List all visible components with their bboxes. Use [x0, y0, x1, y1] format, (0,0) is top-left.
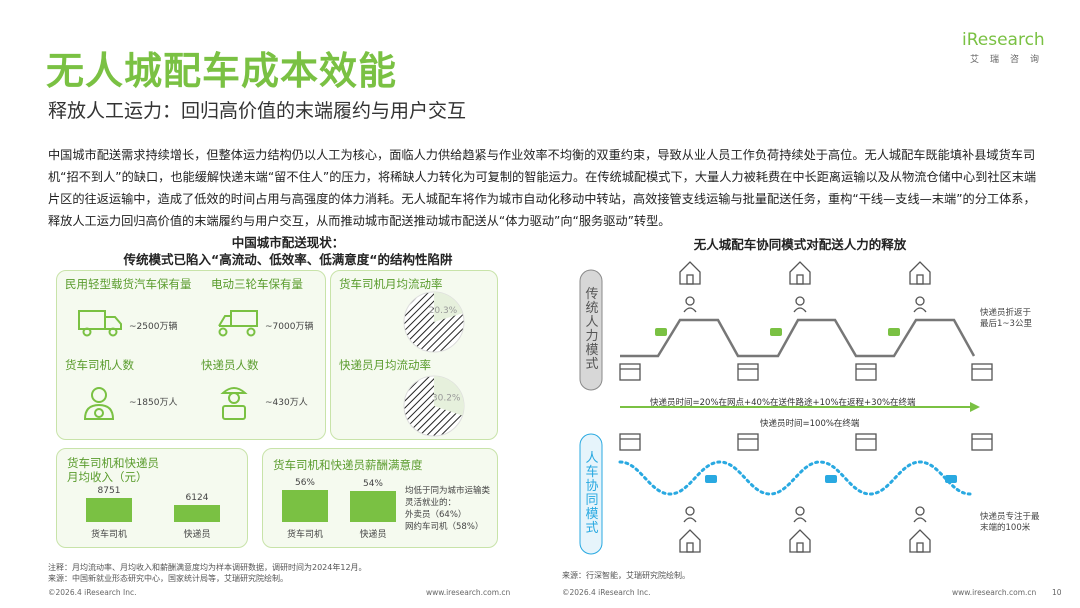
- left-copyright: ©2026.4 iResearch Inc.: [48, 588, 137, 597]
- label-char: 协: [585, 479, 599, 494]
- pie-value-label: 30.2%: [432, 393, 461, 403]
- pie-value-label: 20.3%: [429, 306, 458, 316]
- left-heading-line2: 传统模式已陷入“高流动、低效率、低满意度“的结构性陷阱: [123, 252, 453, 267]
- note-line: 末端的100米: [980, 523, 1031, 533]
- pie-turnover-slice: [434, 292, 463, 322]
- iresearch-logo: iResearch 艾瑞咨询: [962, 30, 1052, 65]
- left-site: www.iresearch.com.cn: [426, 588, 511, 597]
- stat-value-couriers: ~430万人: [265, 398, 308, 408]
- label-char: 车: [585, 465, 599, 480]
- income-title-line1: 货车司机和快递员: [67, 456, 159, 470]
- satisfaction-note: 均低于同为城市运输类 灵活就业的： 外卖员（64%） 网约车司机（58%）: [405, 485, 490, 533]
- income-chart: 8751 货车司机 6124 快递员: [56, 448, 248, 548]
- satisfaction-bar: [350, 491, 396, 522]
- label-char: 式: [585, 357, 599, 372]
- satisfaction-value-label: 54%: [362, 479, 383, 490]
- satisfaction-title: 货车司机和快递员薪酬满意度: [273, 458, 423, 472]
- traditional-note: 快递员折返于 最后1~3公里: [980, 308, 1032, 330]
- stat-label-couriers: 快递员人数: [201, 358, 259, 372]
- satisfaction-category-label: 货车司机: [286, 530, 323, 540]
- satisfaction-note-line: 灵活就业的：: [405, 498, 457, 508]
- stat-label-tricycles: 电动三轮车保有量: [211, 277, 303, 291]
- cooperation-diagram: [579, 261, 993, 555]
- stat-label-trucks: 民用轻型载货汽车保有量: [65, 277, 192, 291]
- page-title: 无人城配车成本效能: [46, 49, 398, 93]
- label-char: 模: [585, 507, 599, 522]
- stat-value-tricycles: ~7000万辆: [265, 322, 314, 332]
- label-char: 力: [585, 329, 599, 344]
- house-icons: [679, 261, 931, 553]
- satisfaction-note-line: 网约车司机（58%）: [405, 522, 484, 532]
- income-bar: [86, 498, 132, 522]
- traditional-mode-label: 传 统 人 力 模 式: [581, 288, 603, 372]
- pie-turnover-drivers: 20.3%: [403, 291, 465, 353]
- page-subtitle: 释放人工运力：回归高价值的末端履约与用户交互: [48, 100, 467, 122]
- page-number: 10: [1052, 588, 1062, 597]
- coop-route: [618, 460, 972, 496]
- satisfaction-category-label: 快递员: [359, 530, 387, 540]
- turnover-label-drivers: 货车司机月均流动率: [339, 277, 443, 291]
- truck-icon: [78, 310, 122, 337]
- satisfaction-value-label: 56%: [294, 478, 315, 488]
- satisfaction-chart: 56% 货车司机 54% 快递员: [262, 448, 402, 548]
- label-char: 模: [585, 343, 599, 358]
- label-char: 统: [585, 301, 599, 316]
- left-heading: 中国城市配送现状： 传统模式已陷入“高流动、低效率、低满意度“的结构性陷阱: [48, 234, 528, 268]
- courier-icon: [220, 387, 248, 420]
- traditional-route: [620, 318, 976, 358]
- logo-text: iResearch: [962, 30, 1045, 50]
- satisfaction-note-line: 均低于同为城市运输类: [405, 486, 491, 496]
- right-heading: 无人城配车协同模式对配送人力的释放: [693, 237, 907, 252]
- note-line: 快递员专注于最: [980, 512, 1040, 522]
- income-value-label: 8751: [97, 486, 121, 496]
- income-bar: [174, 505, 220, 522]
- left-footnote-1: 注释：月均流动率、月均收入和薪酬满意度均为样本调研数据，调研时间为2024年12…: [48, 563, 367, 572]
- coop-note: 快递员专注于最 末端的100米: [980, 512, 1040, 534]
- tricycle-icon: [218, 310, 258, 337]
- time-traditional: 快递员时间=20%在网点+40%在送件路途+10%在返程+30%在终端: [650, 398, 916, 408]
- stat-value-trucks: ~2500万辆: [129, 322, 178, 332]
- right-source: 来源：行深智能，艾瑞研究院绘制。: [562, 571, 690, 580]
- note-line: 最后1~3公里: [980, 319, 1032, 329]
- income-title-line2: 月均收入（元）: [67, 470, 148, 484]
- vehicle-icons: [655, 328, 957, 483]
- satisfaction-bar: [282, 490, 328, 522]
- arrow-right-icon: [620, 402, 980, 412]
- stat-value-drivers: ~1850万人: [129, 398, 178, 408]
- income-category-label: 快递员: [183, 530, 211, 540]
- time-coop: 快递员时间=100%在终端: [760, 419, 860, 429]
- satisfaction-note-line: 外卖员（64%）: [405, 510, 467, 520]
- courier-icons: [683, 296, 927, 523]
- driver-icon: [83, 387, 115, 420]
- right-site: www.iresearch.com.cn: [952, 588, 1037, 597]
- label-char: 人: [585, 315, 599, 330]
- turnover-pies: 20.3% 30.2%: [403, 291, 465, 437]
- income-value-label: 6124: [185, 493, 209, 504]
- pie-turnover-slice: [434, 376, 464, 416]
- coop-mode-label: 人 车 协 同 模 式: [581, 452, 603, 536]
- label-char: 式: [585, 521, 599, 536]
- label-char: 人: [585, 451, 599, 466]
- stats-panel: 民用轻型载货汽车保有量 电动三轮车保有量 ~2500万辆 ~7000万辆 货车司…: [56, 270, 326, 440]
- left-footnote-2: 来源：中国新就业形态研究中心，国家统计局等，艾瑞研究院绘制。: [48, 574, 288, 583]
- note-line: 快递员折返于: [980, 308, 1032, 318]
- turnover-label-couriers: 快递员月均流动率: [339, 358, 431, 372]
- pie-turnover-couriers: 30.2%: [403, 375, 465, 437]
- left-heading-line1: 中国城市配送现状：: [231, 235, 345, 250]
- label-char: 同: [585, 493, 599, 508]
- logo-subtext: 艾瑞咨询: [970, 55, 1051, 65]
- label-char: 传: [585, 287, 599, 302]
- stat-label-drivers: 货车司机人数: [65, 358, 134, 372]
- right-copyright: ©2026.4 iResearch Inc.: [562, 588, 651, 597]
- income-category-label: 货车司机: [90, 530, 127, 540]
- intro-paragraph: 中国城市配送需求持续增长，但整体运力结构仍以人工为核心，面临人力供给趋紧与作业效…: [48, 148, 1037, 228]
- station-icons: [619, 363, 993, 451]
